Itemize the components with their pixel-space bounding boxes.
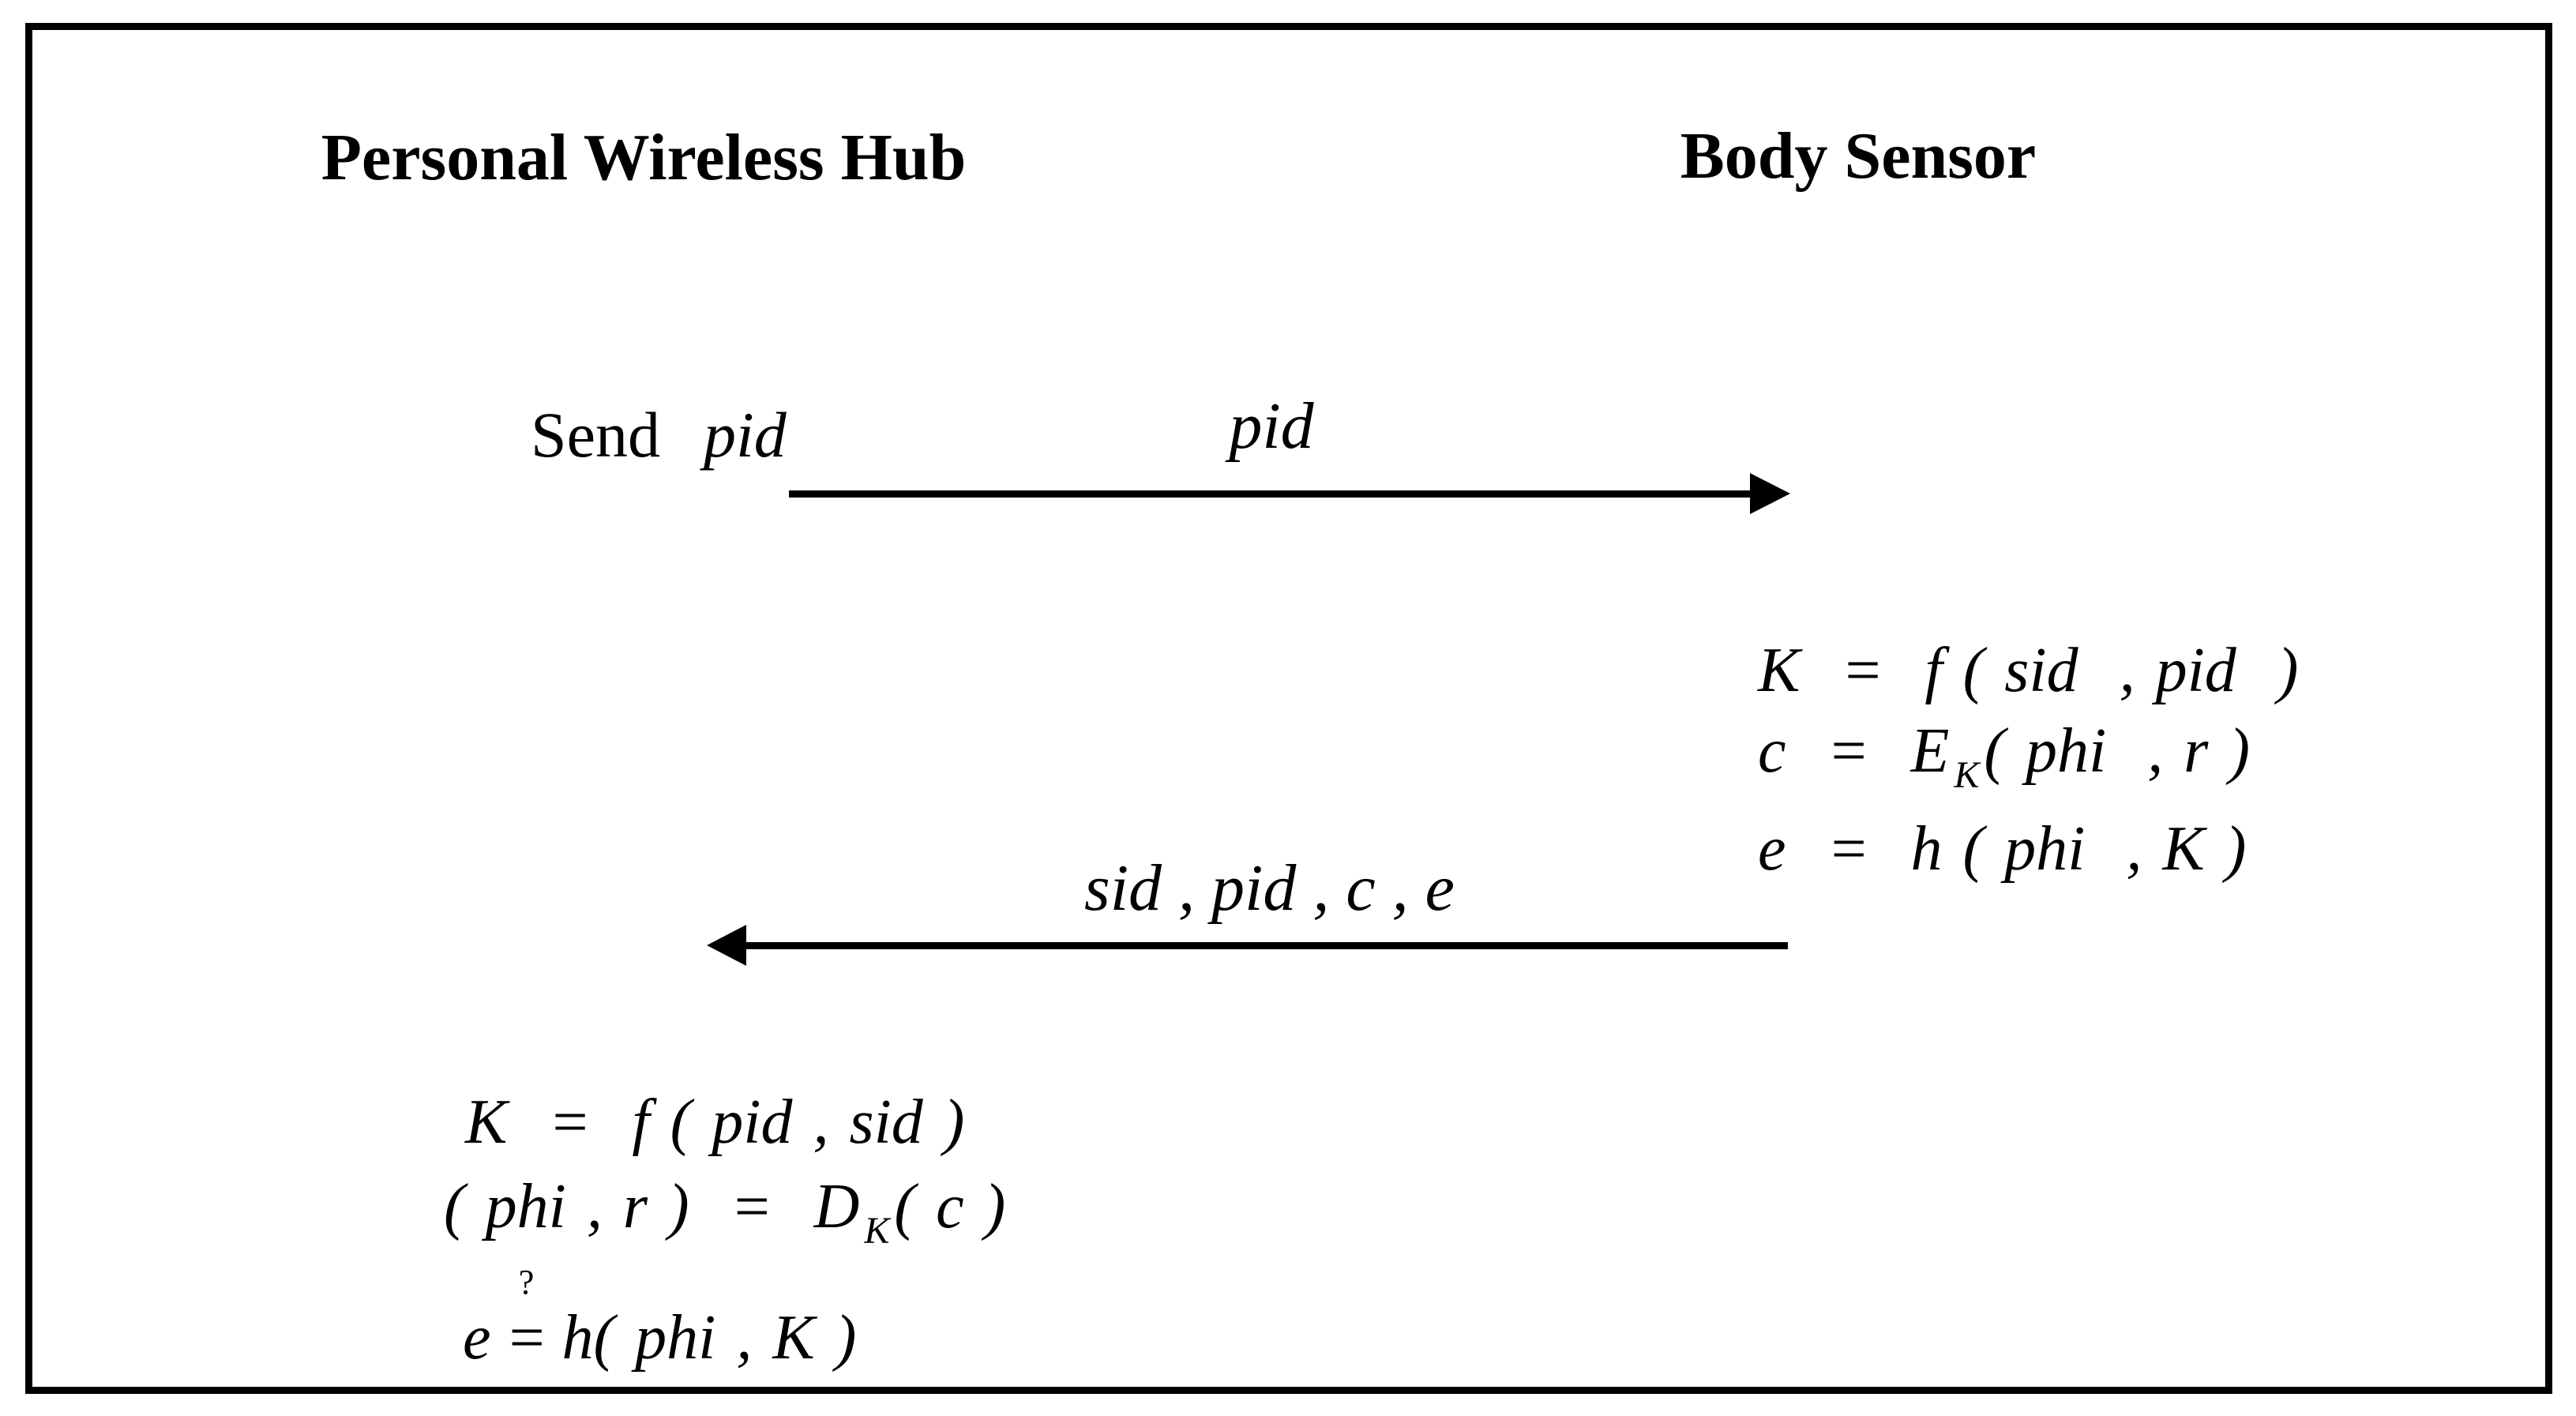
hub-verify-equals: ?= bbox=[505, 1265, 548, 1370]
sensor-step-3: e = h ( phi , K ) bbox=[1676, 754, 2246, 944]
hub-verify-equals-sign: = bbox=[505, 1303, 548, 1373]
hub-send-arg: pid bbox=[704, 399, 787, 471]
hub-step-2-text: ( phi , r ) = D bbox=[444, 1172, 860, 1241]
message1-label: pid bbox=[1229, 389, 1314, 463]
arrow-left-icon bbox=[707, 925, 746, 966]
hub-step-2-tail: ( c ) bbox=[894, 1172, 1006, 1241]
right-party-title: Body Sensor bbox=[1680, 119, 2037, 193]
sensor-step-2-text: c = E bbox=[1758, 716, 1950, 786]
hub-verify-step: e?=h( phi , K ) bbox=[381, 1243, 856, 1416]
left-party-title: Personal Wireless Hub bbox=[321, 121, 967, 194]
hub-step-1-text: K = f ( pid , sid ) bbox=[465, 1087, 965, 1157]
hub-verify-rhs: h( phi , K ) bbox=[561, 1303, 857, 1373]
message2-label: sid , pid , c , e bbox=[1084, 851, 1455, 925]
sensor-step-1-text: K = f ( sid , pid ) bbox=[1758, 636, 2299, 705]
arrow-right-icon bbox=[1750, 473, 1790, 514]
sensor-step-2-tail: ( phi , r ) bbox=[1984, 716, 2251, 786]
sensor-step-1: K = f ( sid , pid ) bbox=[1676, 576, 2298, 765]
hub-step-1: K = f ( pid , sid ) bbox=[383, 1027, 964, 1217]
message2-arrow-line bbox=[745, 942, 1788, 949]
message1-arrow-line bbox=[789, 490, 1750, 498]
sensor-step-2-subscript: K bbox=[1954, 754, 1980, 796]
hub-step-2-subscript: K bbox=[864, 1210, 890, 1252]
hub-send-verb: Send bbox=[531, 399, 660, 471]
sensor-step-3-text: e = h ( phi , K ) bbox=[1758, 814, 2247, 884]
hub-verify-lhs: e bbox=[463, 1303, 491, 1373]
question-mark-annotation: ? bbox=[518, 1263, 535, 1301]
diagram-border bbox=[25, 23, 2552, 1394]
